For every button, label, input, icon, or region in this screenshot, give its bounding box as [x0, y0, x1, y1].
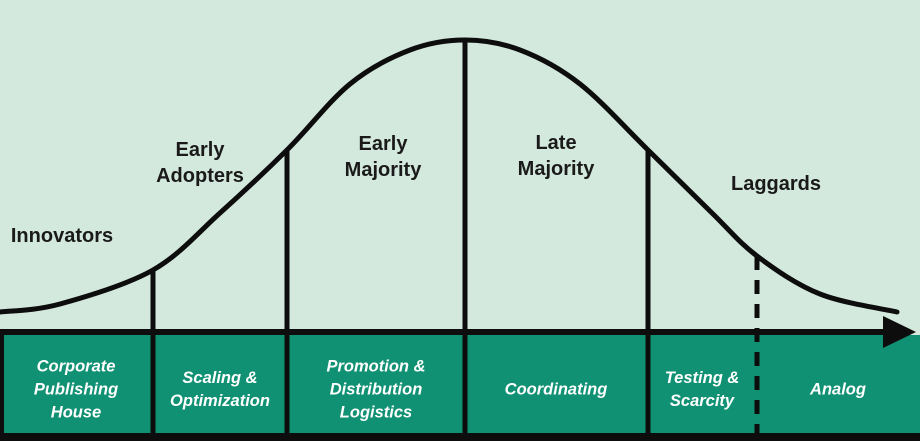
adoption-curve: [0, 37, 900, 315]
label-early-adopters: Early Adopters: [156, 139, 244, 187]
band-label-scaling-optimization: Scaling & Optimization: [170, 369, 270, 410]
label-laggards: Laggards: [730, 173, 822, 195]
x-axis-arrowhead: [883, 316, 916, 348]
label-early-majority: Early Majority: [344, 133, 422, 181]
bottom-border-bar: [0, 433, 920, 441]
band-label-corporate-publishing-house: Corporate Publishing House: [33, 357, 119, 422]
label-innovators: Innovators: [10, 225, 114, 247]
band-label-testing-scarcity: Testing & Scarcity: [664, 369, 740, 410]
band-label-promotion-distribution-logistics: Promotion & Distribution Logistics: [326, 357, 426, 422]
band-label-analog: Analog: [810, 380, 866, 399]
label-late-majority: Late Majority: [517, 132, 595, 180]
adoption-band: [0, 335, 920, 433]
band-label-coordinating: Coordinating: [504, 380, 608, 399]
